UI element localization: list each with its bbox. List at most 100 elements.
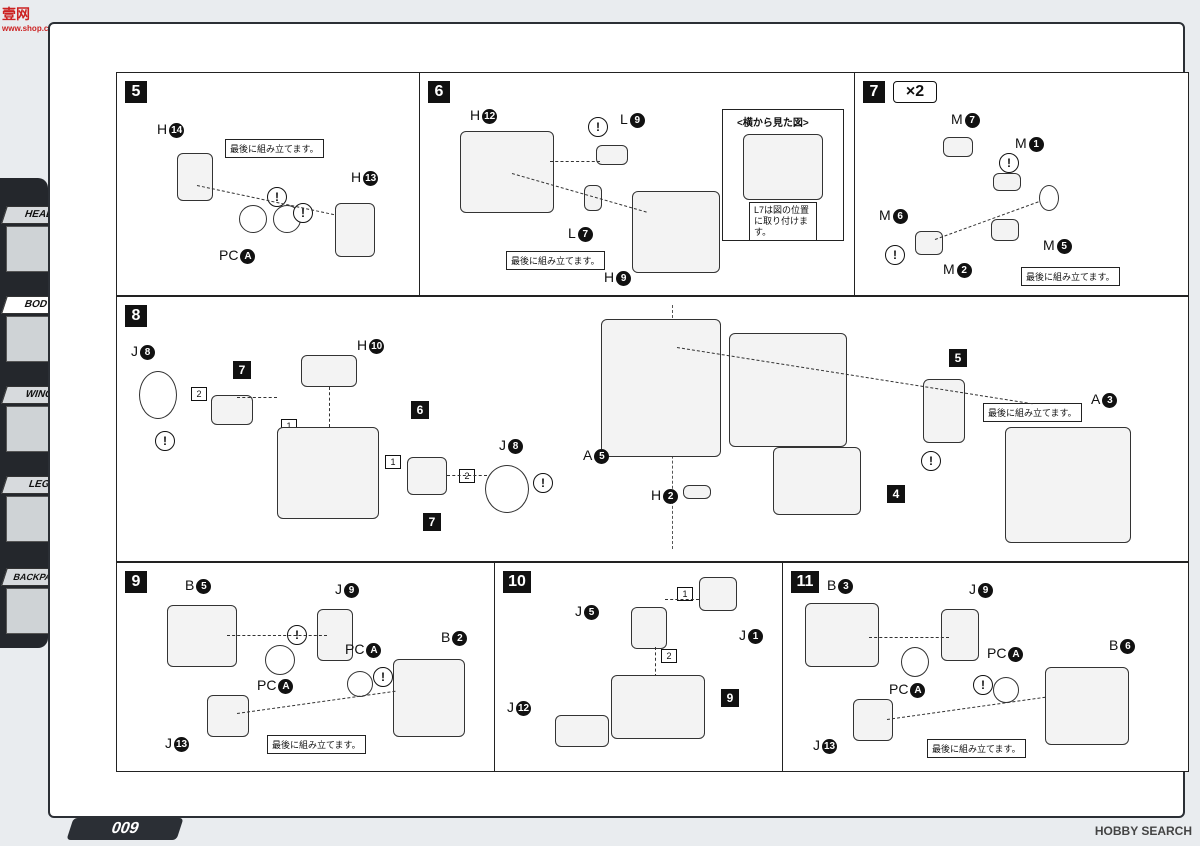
caution-icon: ! [155, 431, 175, 451]
caution-icon: ! [373, 667, 393, 687]
part-m1-drawing [993, 173, 1021, 191]
subassembly-body-drawing [729, 333, 847, 447]
step-number: 6 [428, 81, 450, 103]
assembly-guide-line [550, 161, 600, 162]
poly-cap-drawing [993, 677, 1019, 703]
step-number: 11 [791, 571, 819, 593]
part-h9-drawing [632, 191, 720, 273]
part-h10-drawing [301, 355, 357, 387]
quantity-badge: ×2 [893, 81, 937, 103]
category-sidebar: HEAD BODY WING LEG BACKPACK [0, 178, 77, 648]
order-number: 1 [677, 587, 693, 601]
subassembly-7-drawing [211, 395, 253, 425]
caution-icon: ! [588, 117, 608, 137]
poly-cap-drawing [265, 645, 295, 675]
part-b5-drawing [167, 605, 237, 667]
caution-icon: ! [533, 473, 553, 493]
part-j8-drawing [139, 371, 177, 419]
assembly-guide-line [655, 647, 656, 677]
assembly-guide-line [665, 599, 699, 600]
caution-icon: ! [267, 187, 287, 207]
poly-cap-drawing [239, 205, 267, 233]
assembly-note: 最後に組み立てます。 [267, 735, 366, 754]
part-m6-drawing [915, 231, 943, 255]
subassembly-ref: 7 [423, 513, 441, 531]
part-b6-drawing [1045, 667, 1129, 745]
assembly-guide-line [886, 696, 1046, 720]
subassembly-ref: 6 [411, 401, 429, 419]
part-a5-drawing [601, 319, 721, 457]
part-j13-drawing [853, 699, 893, 741]
watermark-logo-text: 壹网 [2, 6, 30, 22]
callout-note: L7は図の位置に取り付けます。 [749, 202, 817, 241]
assembly-note: 最後に組み立てます。 [506, 251, 605, 270]
assembly-guide-line [227, 635, 327, 636]
page-number: 009 [66, 818, 184, 840]
part-j9-drawing [941, 609, 979, 661]
subassembly-ref: 4 [887, 485, 905, 503]
assembly-note: 最後に組み立てます。 [927, 739, 1026, 758]
order-number: 1 [385, 455, 401, 469]
head-part-icon [6, 226, 52, 272]
assembly-note: 最後に組み立てます。 [225, 139, 324, 158]
wing-part-icon [6, 406, 52, 452]
caution-icon: ! [921, 451, 941, 471]
site-watermark-logo: 壹网 www.shop.com [2, 4, 60, 33]
subassembly-4-drawing [773, 447, 861, 515]
watermark-url-text: www.shop.com [2, 24, 61, 33]
part-j5-drawing [631, 607, 667, 649]
part-b3-drawing [805, 603, 879, 667]
step-number: 8 [125, 305, 147, 327]
order-number: 2 [459, 469, 475, 483]
subassembly-9-drawing [611, 675, 705, 739]
hobby-search-watermark: HOBBY SEARCH [1094, 824, 1192, 838]
step-number: 10 [503, 571, 531, 593]
part-j12-drawing [555, 715, 609, 747]
part-h12-drawing [460, 131, 554, 213]
step-number: 9 [125, 571, 147, 593]
part-h2-drawing [683, 485, 711, 499]
part-m2-drawing [991, 219, 1019, 241]
subassembly-ref: 9 [721, 689, 739, 707]
step-number: 7 [863, 81, 885, 103]
poly-cap-drawing [901, 647, 929, 677]
assembly-guide-line [196, 185, 335, 216]
part-h13-drawing [335, 203, 375, 257]
caution-icon: ! [999, 153, 1019, 173]
assembly-guide-line [329, 387, 330, 427]
subassembly-6-drawing [277, 427, 379, 519]
